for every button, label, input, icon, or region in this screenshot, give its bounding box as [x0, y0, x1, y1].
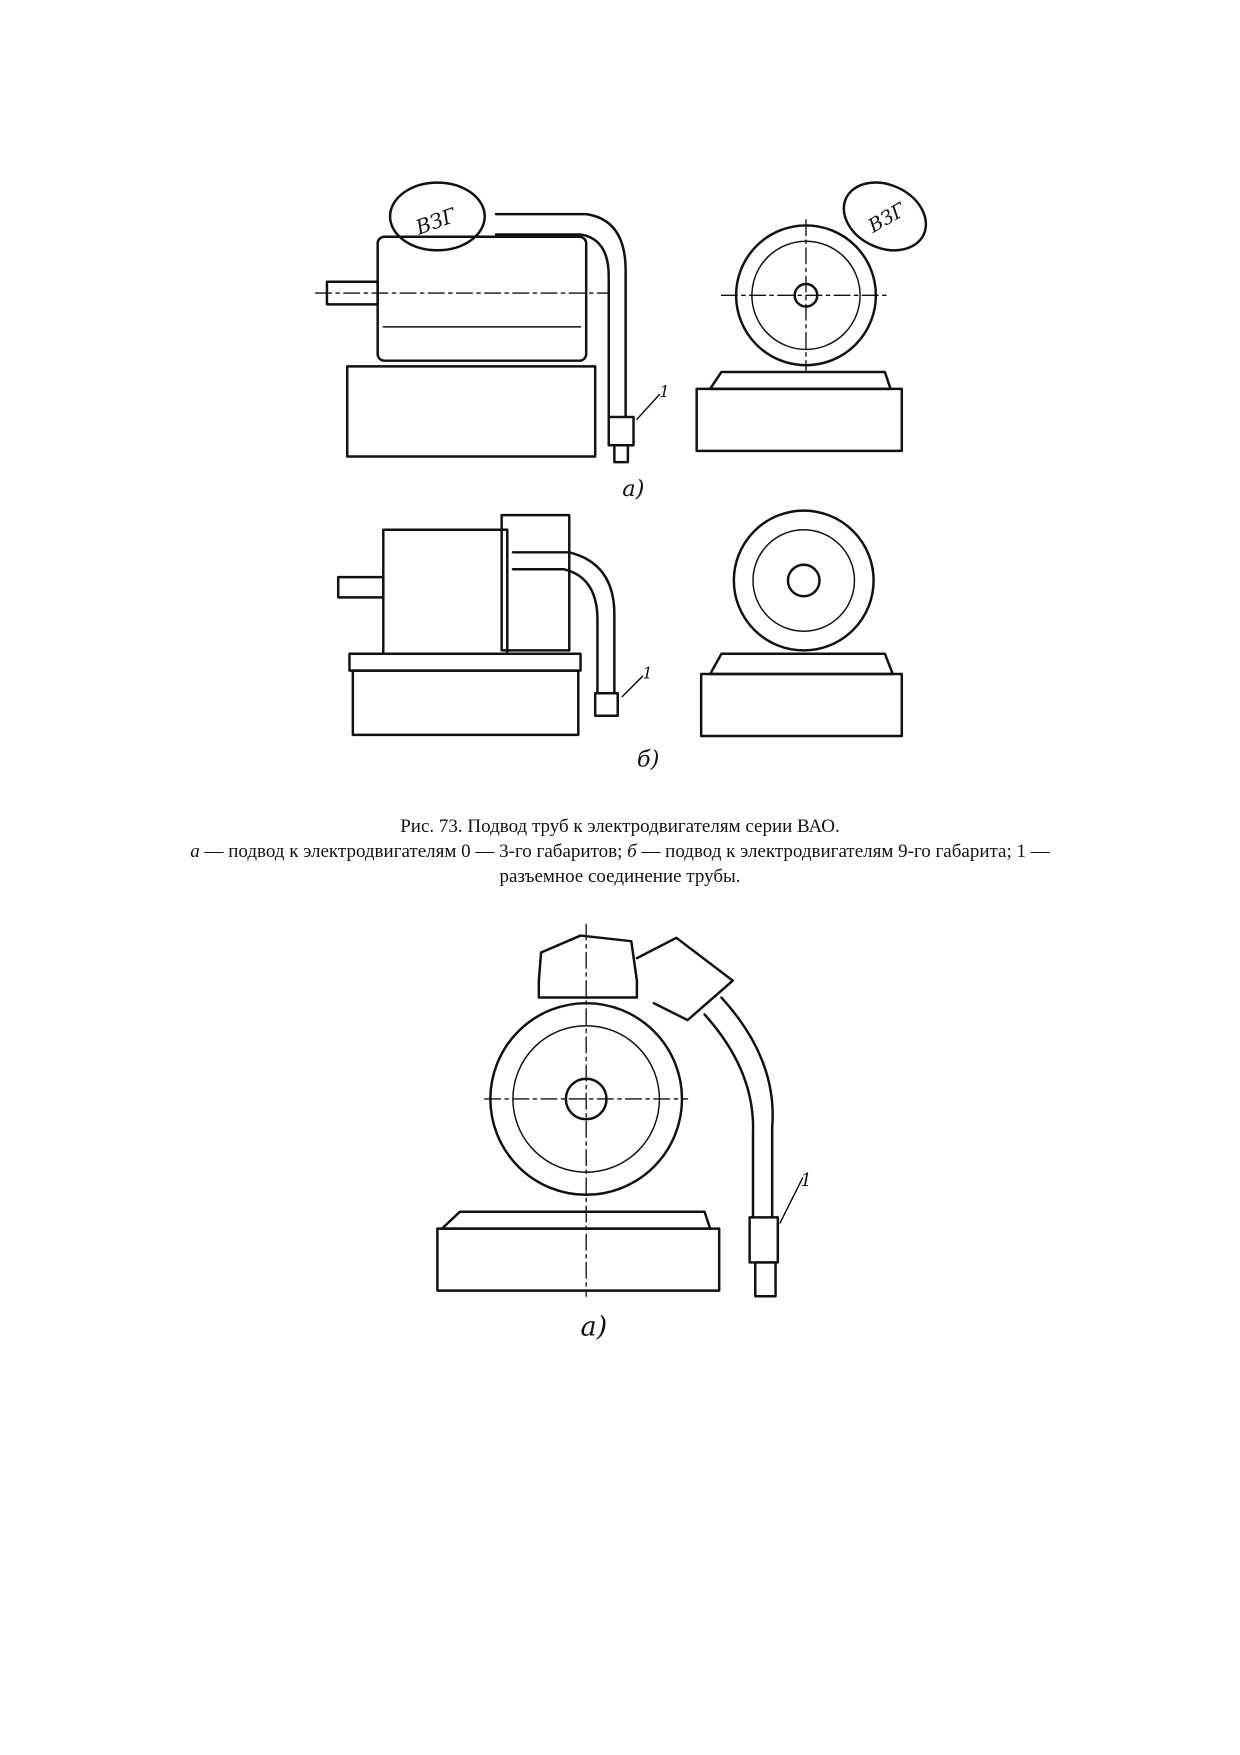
panel-label-a: а) [622, 476, 644, 502]
part-number-1: 1 [659, 382, 669, 401]
motor-side-view-b: 1 б) [336, 513, 660, 772]
motor-front-view-a: ВЗГ [695, 181, 928, 453]
caption-b-text: — подвод к электродвигателям 9-го габари… [499, 841, 1050, 887]
motor-marking-front: ВЗГ [863, 198, 910, 238]
caption-b-letter: б [627, 841, 637, 862]
caption-legend: а — подвод к электродвигателям 0 — 3-го … [150, 839, 1090, 889]
motor-side-view-a: ВЗГ 1 а) [314, 181, 669, 502]
part-number-1-b: 1 [643, 664, 653, 683]
figure-caption: Рис. 73. Подвод труб к электродвигателям… [150, 814, 1090, 889]
motor-front-view-b [699, 509, 904, 738]
panel-label-b: б) [637, 746, 660, 772]
motor-front-view-large: 1 а) [436, 923, 812, 1343]
part-number-1-fig2: 1 [800, 1170, 811, 1191]
panel-label-a-fig2: а) [581, 1312, 608, 1343]
motor-marking: ВЗГ [411, 203, 459, 240]
caption-a-text: — подвод к электродвигателям 0 — 3-го га… [199, 841, 628, 862]
caption-a-letter: а [190, 841, 200, 862]
caption-title: Рис. 73. Подвод труб к электродвигателям… [400, 816, 840, 837]
